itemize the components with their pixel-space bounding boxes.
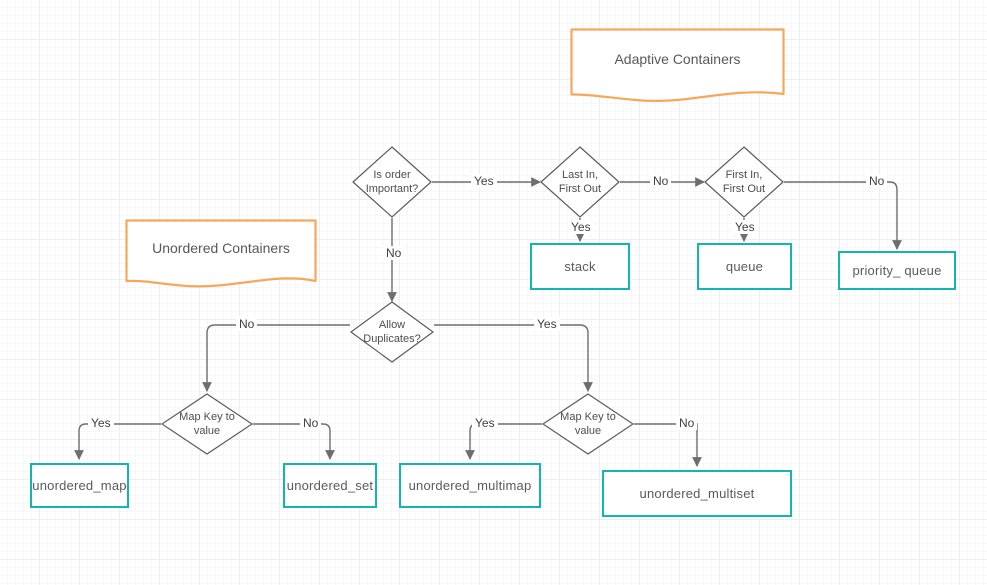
edge-label-fifo-no: No <box>866 174 888 188</box>
diamond-shape <box>704 146 784 218</box>
edge-duplicates-yes-to-map-right <box>434 324 593 392</box>
edge-label-duplicates-no: No <box>236 317 258 331</box>
edge-label-order-no: No <box>383 246 405 260</box>
decision-is-order-important[interactable]: Is order Important? <box>352 146 432 218</box>
terminal-queue[interactable]: queue <box>697 243 792 290</box>
decision-label: First In, First Out <box>722 169 766 195</box>
terminal-label: priority_ queue <box>852 263 942 278</box>
diamond-shape <box>542 393 634 455</box>
terminal-unordered-multimap[interactable]: unordered_multimap <box>399 463 541 508</box>
decision-first-in-first-out[interactable]: First In, First Out <box>704 146 784 218</box>
terminal-label: unordered_map <box>32 478 127 493</box>
edge-label-lifo-yes: Yes <box>568 220 594 234</box>
edge-label-map-right-yes: Yes <box>472 416 498 430</box>
banner-shape <box>570 28 785 102</box>
edge-label-map-right-no: No <box>676 416 698 430</box>
diamond-shape <box>540 146 620 218</box>
decision-last-in-first-out[interactable]: Last In, First Out <box>540 146 620 218</box>
edge-label-map-left-yes: Yes <box>88 416 114 430</box>
terminal-label: unordered_multiset <box>639 486 755 501</box>
terminal-stack[interactable]: stack <box>530 243 630 290</box>
terminal-priority-queue[interactable]: priority_ queue <box>838 251 956 290</box>
decision-allow-duplicates[interactable]: Allow Duplicates? <box>350 301 434 363</box>
edge-label-duplicates-yes: Yes <box>534 317 560 331</box>
terminal-label: stack <box>564 259 596 274</box>
terminal-unordered-set[interactable]: unordered_set <box>283 463 377 508</box>
banner-unordered-containers-label: Unordered Containers <box>152 239 290 256</box>
edge-label-order-yes: Yes <box>471 174 497 188</box>
edge-label-map-left-no: No <box>300 416 322 430</box>
decision-map-key-to-value-right[interactable]: Map Key to value <box>542 393 634 455</box>
terminal-label: queue <box>725 259 764 274</box>
banner-adaptive-containers-label: Adaptive Containers <box>614 51 741 67</box>
edge-map-right-no-to-unordered-multiset <box>634 423 702 467</box>
decision-label: Last In, First Out <box>558 169 602 195</box>
edge-label-lifo-no: No <box>650 174 672 188</box>
terminal-label: unordered_set <box>286 478 374 493</box>
edge-label-fifo-yes: Yes <box>732 220 758 234</box>
diamond-shape <box>352 146 432 218</box>
decision-label: Is order Important? <box>365 169 419 195</box>
terminal-unordered-multiset[interactable]: unordered_multiset <box>602 470 792 517</box>
edge-duplicates-no-to-map-left <box>202 324 350 392</box>
terminal-label: unordered_multimap <box>408 478 532 493</box>
edge-fifo-no-to-priority-queue <box>784 181 902 250</box>
decision-label: Map Key to value <box>179 411 235 437</box>
decision-label: Map Key to value <box>560 411 616 437</box>
decision-label: Allow Duplicates? <box>363 319 421 345</box>
terminal-unordered-map[interactable]: unordered_map <box>30 463 129 508</box>
banner-unordered-containers[interactable]: Unordered Containers <box>125 219 317 288</box>
banner-shape <box>125 219 317 288</box>
decision-map-key-to-value-left[interactable]: Map Key to value <box>161 393 253 455</box>
banner-adaptive-containers[interactable]: Adaptive Containers <box>570 28 785 102</box>
diamond-shape <box>161 393 253 455</box>
diamond-shape <box>350 301 434 363</box>
